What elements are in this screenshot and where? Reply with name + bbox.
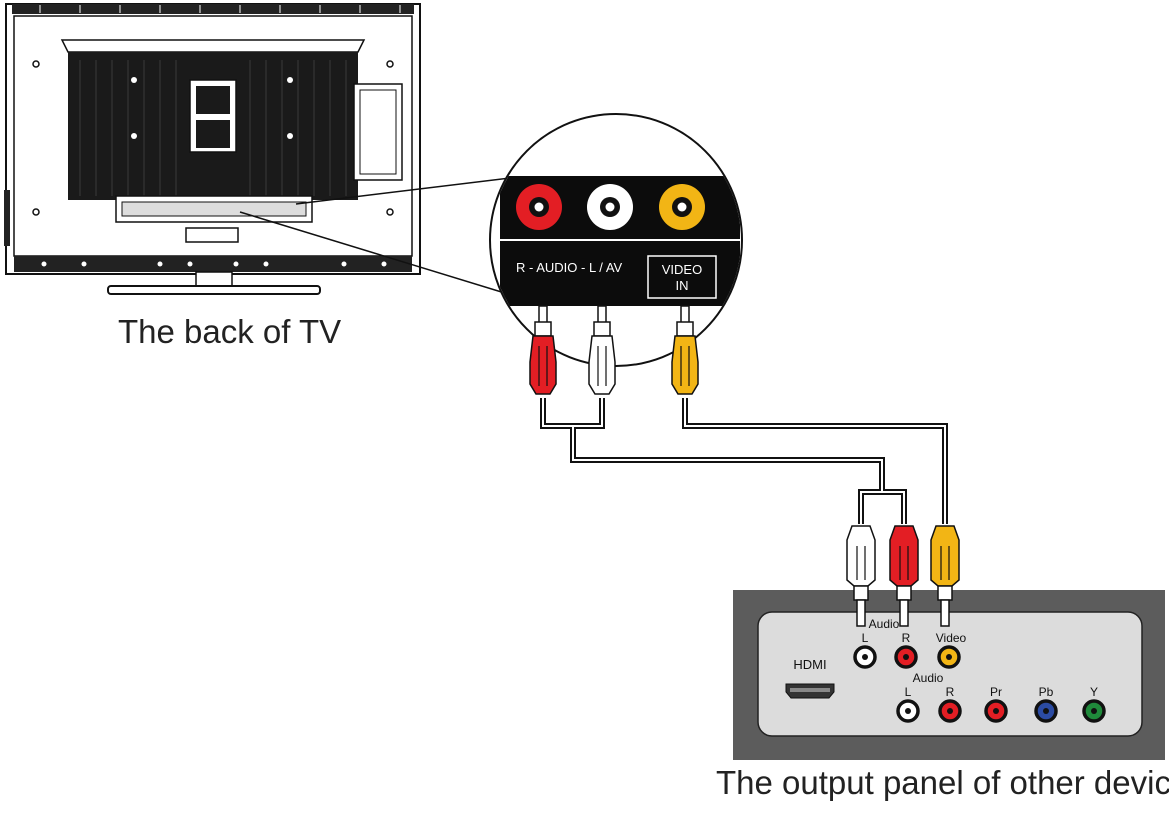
tv-back-illustration: [4, 3, 421, 295]
device-jack-composite-r: [894, 645, 918, 669]
device-plug-white: [846, 525, 876, 627]
device-jack-component-audio-l: [896, 699, 920, 723]
tv-video-in-label-line1: VIDEO: [662, 262, 702, 277]
composite-l-label: L: [862, 631, 869, 645]
component-audio-label: Audio: [913, 671, 944, 685]
composite-video-label: Video: [936, 631, 967, 645]
device-jack-component-pb: [1034, 699, 1058, 723]
component-pb-label: Pb: [1039, 685, 1054, 699]
zoom-leader-lines: [239, 177, 511, 295]
hdmi-label: HDMI: [793, 657, 826, 672]
device-plug-yellow: [930, 525, 960, 627]
device-jack-component-y: [1082, 699, 1106, 723]
device-jack-component-audio-r: [938, 699, 962, 723]
device-jack-component-pr: [984, 699, 1008, 723]
component-pr-label: Pr: [990, 685, 1002, 699]
device-plug-red: [889, 525, 919, 627]
video-in-label-box: [647, 255, 717, 299]
device-jack-composite-l: [853, 645, 877, 669]
component-r-label: R: [946, 685, 955, 699]
tv-plug-white: [588, 305, 616, 395]
component-y-label: Y: [1090, 685, 1098, 699]
tv-back-caption: The back of TV: [118, 313, 342, 350]
composite-audio-label: Audio: [869, 617, 900, 631]
tv-audio-label: R - AUDIO - L / AV: [516, 260, 623, 275]
composite-r-label: R: [902, 631, 911, 645]
tv-plug-yellow: [671, 305, 699, 395]
device-jack-composite-video: [937, 645, 961, 669]
tv-jack-audio-r: [516, 184, 562, 230]
tv-plug-red: [529, 305, 557, 395]
tv-jack-audio-l: [587, 184, 633, 230]
component-l-label: L: [905, 685, 912, 699]
tv-av-jack-zoom: R - AUDIO - L / AV VIDEO IN: [489, 113, 743, 367]
device-panel-caption: The output panel of other device: [716, 764, 1169, 801]
av-cables: [540, 398, 948, 524]
tv-video-in-label-line2: IN: [676, 278, 689, 293]
tv-jack-video-in: [659, 184, 705, 230]
